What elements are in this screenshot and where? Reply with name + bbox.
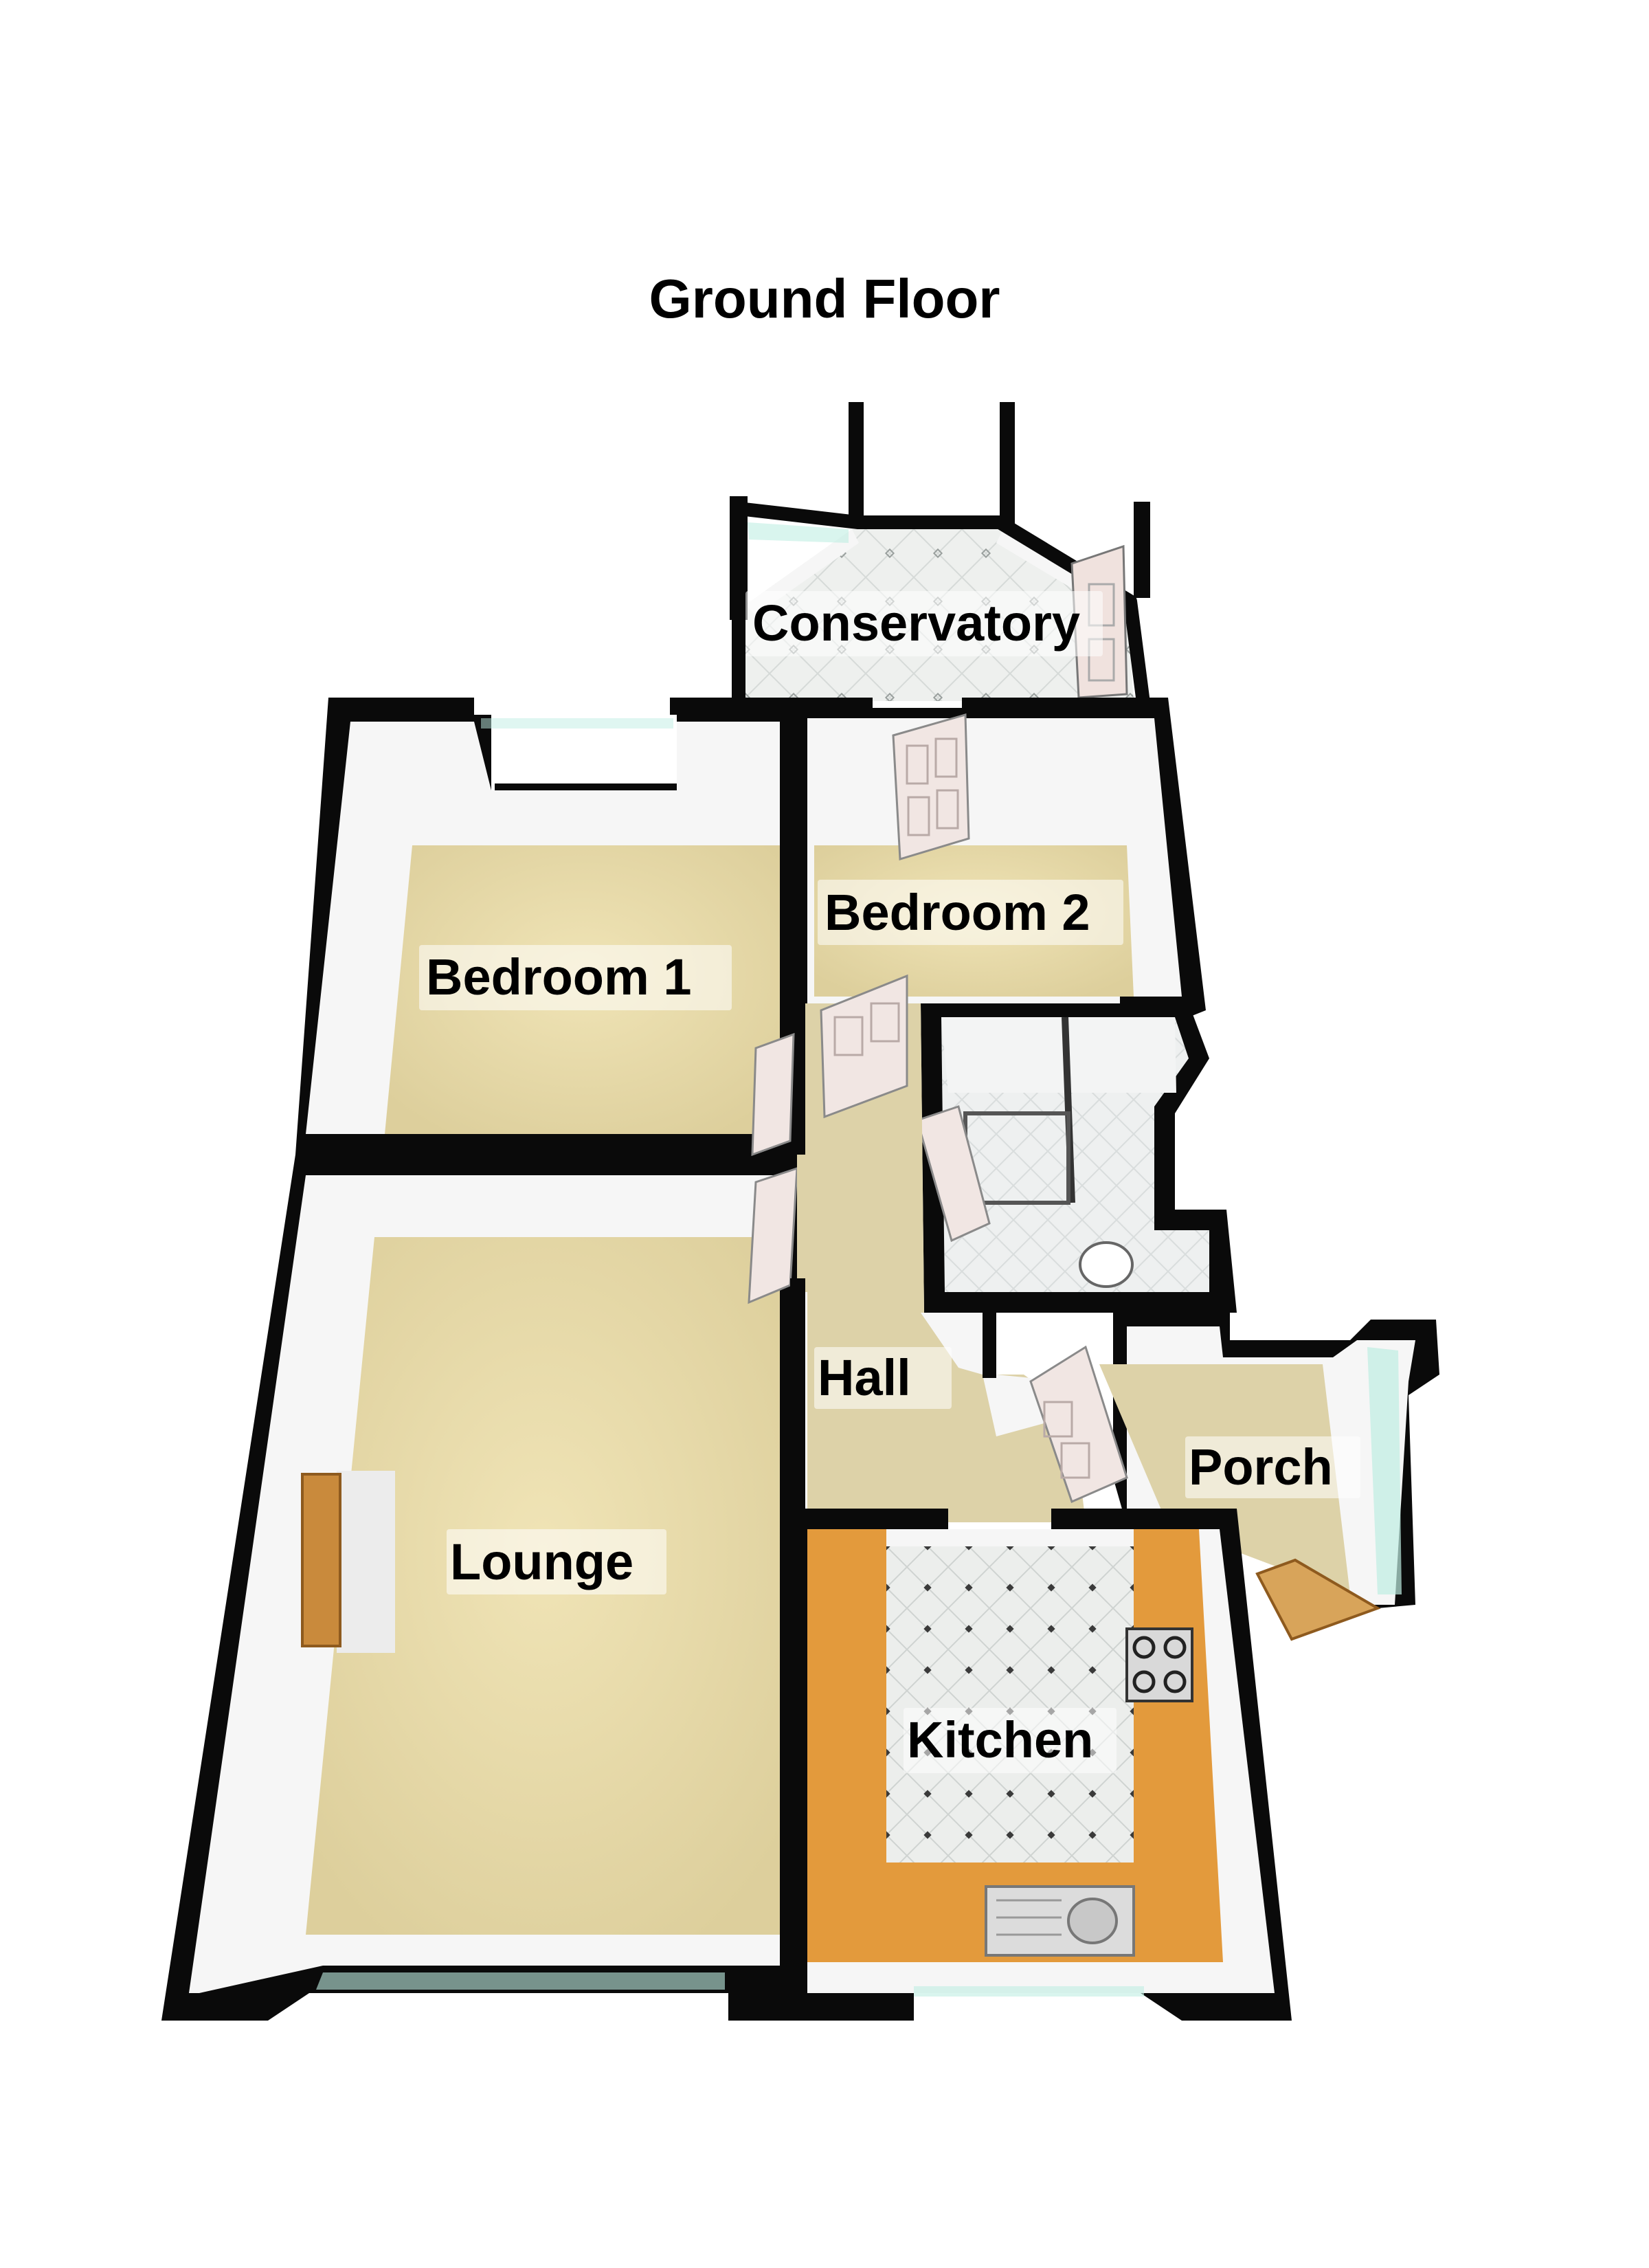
conservatory-post [849,402,864,526]
conservatory-post [730,496,748,620]
bedroom-2-conservatory-door[interactable] [892,713,970,860]
bedroom-2 [797,698,1206,1017]
label-lounge: Lounge [450,1533,633,1590]
plan-title: Ground Floor [649,268,1000,329]
conservatory-post [1134,502,1150,598]
porch-inner-door[interactable] [1029,1345,1128,1504]
label-hall: Hall [818,1349,911,1406]
fireplace [301,1473,341,1647]
bedroom-2-door[interactable] [820,974,908,1119]
room-labels: Conservatory Bedroom 1 Bedroom 2 Lounge … [419,591,1360,1773]
bathroom-door[interactable] [916,1105,991,1243]
toilet [1079,1241,1134,1288]
label-conservatory: Conservatory [752,594,1080,652]
kitchen-floor [886,1546,1134,1863]
bedroom-1-door[interactable] [751,1032,795,1157]
kitchen-worktop [807,1529,1223,1962]
label-kitchen: Kitchen [907,1711,1093,1768]
label-bedroom-2: Bedroom 2 [824,884,1090,941]
conservatory-post [1000,402,1015,526]
conservatory [730,402,1151,709]
fireplace-hearth [337,1471,395,1653]
bedroom-1 [295,698,797,1155]
label-porch: Porch [1189,1438,1333,1496]
lounge-door[interactable] [748,1166,798,1304]
label-bedroom-1: Bedroom 1 [426,948,692,1005]
bathroom [916,1003,1237,1313]
shower-screen [1062,1016,1075,1203]
porch-front-door[interactable] [1255,1558,1381,1641]
